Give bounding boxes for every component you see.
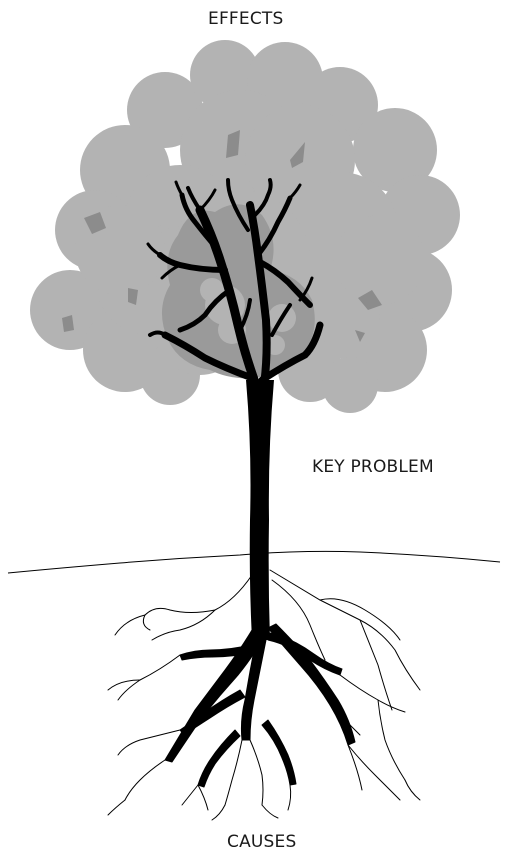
causes-label: CAUSES: [227, 832, 296, 852]
main-roots: [165, 624, 355, 787]
trunk: [246, 380, 274, 640]
key-problem-label: KEY PROBLEM: [312, 457, 434, 477]
effects-label: EFFECTS: [208, 9, 284, 29]
